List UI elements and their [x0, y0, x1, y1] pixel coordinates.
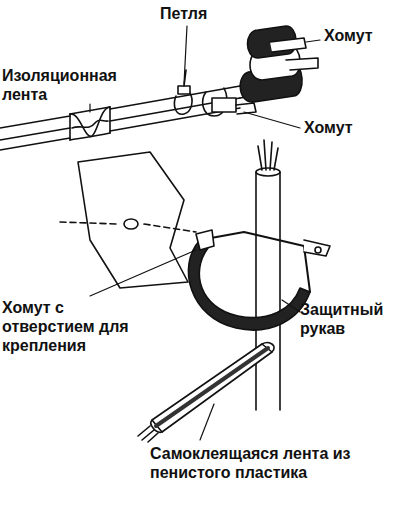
mounting-plate — [60, 152, 196, 288]
leader-lines — [90, 26, 320, 440]
end-clamp — [240, 26, 318, 102]
part-label: Защитный рукав — [300, 300, 400, 338]
part-label: Хомут с отверстием для крепления — [2, 298, 152, 355]
part-label: Самоклеящаяся лента из пенистого пластик… — [150, 444, 390, 482]
part-label: Хомут — [304, 118, 384, 137]
part-label: Изоляционная лента — [2, 66, 152, 104]
part-label: Петля — [160, 4, 250, 23]
foam-tape — [138, 343, 274, 442]
protective-sleeve — [256, 140, 280, 410]
loop-tie — [174, 70, 192, 114]
part-label: Хомут — [324, 26, 404, 45]
